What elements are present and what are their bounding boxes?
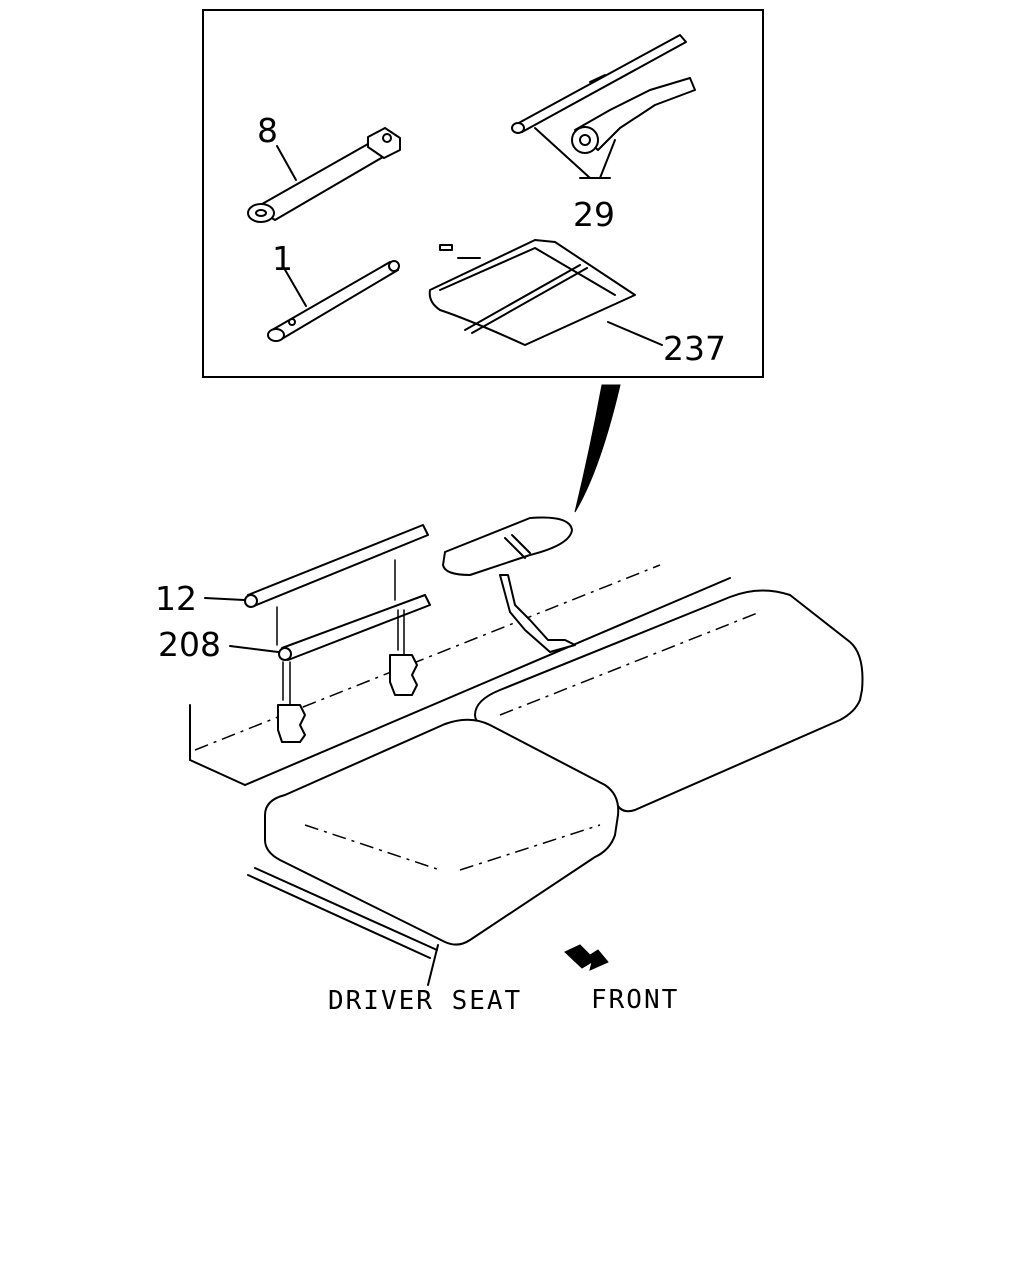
mounting-clips xyxy=(277,654,418,743)
front-label: FRONT xyxy=(591,985,680,1015)
driver-seat-cushion xyxy=(247,718,620,986)
callout-part-29: 29 xyxy=(573,195,615,234)
jack-handle-part xyxy=(511,34,696,179)
tool-bag-part xyxy=(428,239,663,346)
rod-part xyxy=(204,524,429,608)
callout-part-8: 8 xyxy=(257,111,278,150)
callout-part-237: 237 xyxy=(663,329,726,368)
bar-part xyxy=(229,559,431,706)
inset-pointer xyxy=(574,384,621,513)
callout-part-12: 12 xyxy=(155,579,197,618)
stored-bag xyxy=(442,516,576,653)
callout-part-1: 1 xyxy=(272,239,293,278)
driver-seat-label: DRIVER SEAT xyxy=(328,986,523,1016)
handle-bar-part xyxy=(267,260,400,342)
detail-inset-frame xyxy=(202,9,764,378)
cab-floor-lines xyxy=(189,564,731,786)
box-wrench-part xyxy=(247,127,401,223)
callout-part-208: 208 xyxy=(158,625,221,664)
front-arrow-icon xyxy=(564,944,609,971)
